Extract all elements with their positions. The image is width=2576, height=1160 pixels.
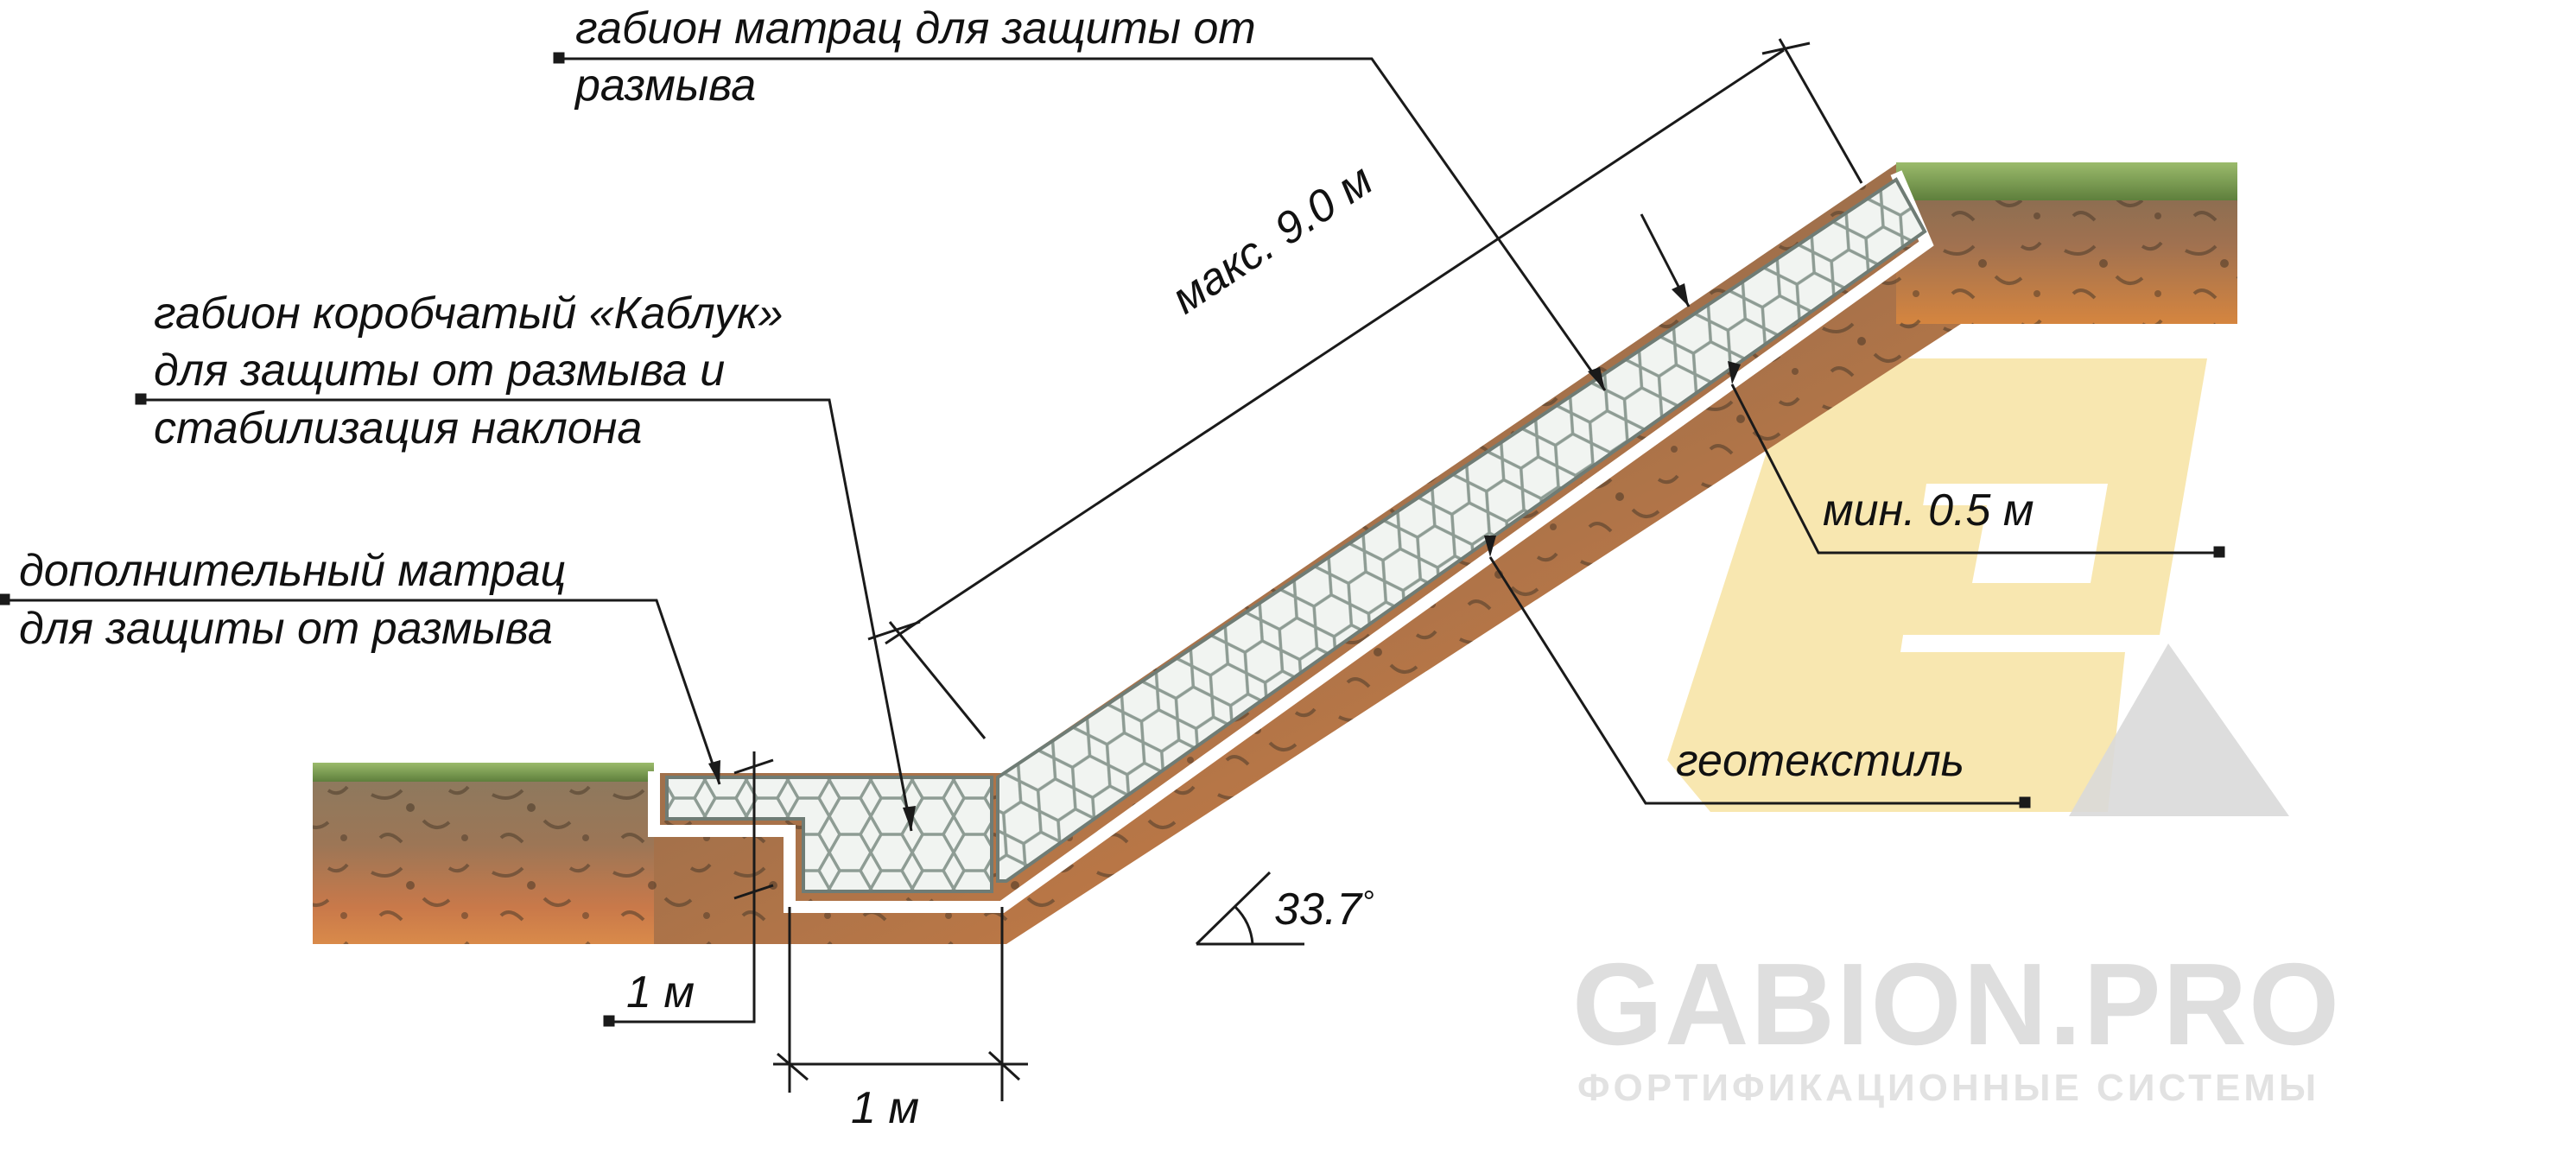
angle-value: 33.7	[1274, 884, 1362, 935]
leader-box	[142, 398, 913, 832]
dim-1m-vertical	[610, 751, 756, 1024]
angle-unit: °	[1361, 884, 1374, 919]
leader-mattress	[562, 57, 1607, 391]
dim-max-length	[885, 48, 1785, 645]
label-angle: 33.7°	[1274, 883, 1374, 936]
leader-geotextile	[1488, 556, 2026, 805]
right-ground	[1896, 162, 2237, 324]
label-1m-horizontal: 1 м	[851, 1083, 920, 1133]
left-ground	[313, 763, 654, 944]
arrowheads	[708, 283, 1741, 831]
leader-extra-mattress	[5, 599, 721, 785]
label-box-line1: габион коробчатый «Каблук»	[154, 288, 784, 339]
label-min-thickness: мин. 0.5 м	[1823, 485, 2034, 536]
watermark-brand: GABION.PRO	[1572, 939, 2342, 1069]
watermark-tagline: ФОРТИФИКАЦИОННЫЕ СИСТЕМЫ	[1577, 1067, 2320, 1109]
gabion-box-heel	[665, 776, 993, 893]
label-box-line2: для защиты от размыва и	[154, 345, 726, 396]
annotation-lines	[0, 38, 2225, 1101]
label-geotextile: геотекстиль	[1676, 736, 1965, 786]
logo-triangle	[2069, 643, 2289, 816]
logo-g-shape	[1667, 358, 2207, 812]
label-mattress-line2: размыва	[575, 60, 757, 111]
gabion-slope-mattress	[996, 177, 1927, 883]
label-mattress-line1: габион матрац для защиты от	[575, 3, 1256, 54]
label-1m-vertical: 1 м	[626, 967, 695, 1017]
label-extra-line2: для защиты от размыва	[19, 604, 553, 654]
label-extra-line1: дополнительный матрац	[19, 546, 567, 596]
watermark-logo	[1667, 358, 2289, 816]
leader-min-thickness	[1730, 383, 2220, 555]
label-box-line3: стабилизация наклона	[154, 403, 643, 453]
